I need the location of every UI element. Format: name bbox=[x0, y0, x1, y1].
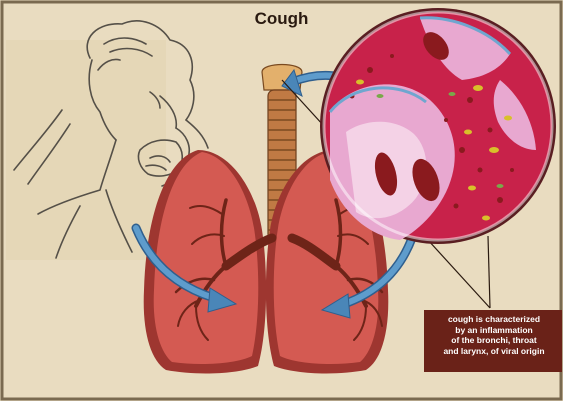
caption-line: and larynx, of viral origin bbox=[426, 346, 562, 357]
caption-line: of the bronchi, throat bbox=[426, 335, 562, 346]
diagram-title: Cough bbox=[0, 9, 563, 29]
caption-line: by an inflammation bbox=[426, 325, 562, 336]
caption-text: cough is characterized by an inflammatio… bbox=[426, 314, 562, 356]
caption-line: cough is characterized bbox=[426, 314, 562, 325]
magnified-tissue-circle bbox=[320, 8, 556, 244]
